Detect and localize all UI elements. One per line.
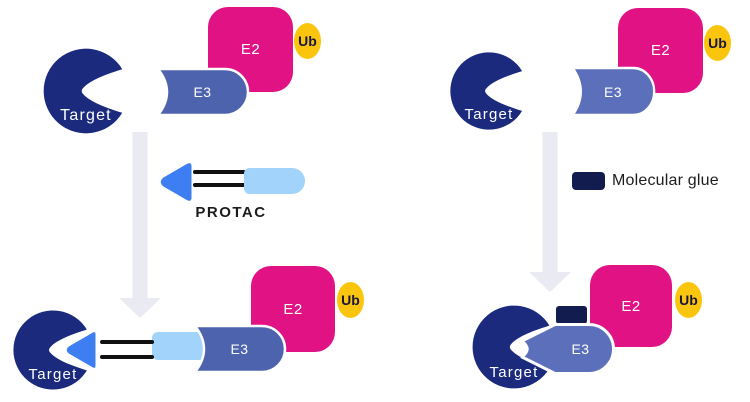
target-label: Target: [60, 107, 112, 124]
down-arrow-icon: [119, 132, 161, 318]
protac-linker-line-top: [193, 170, 246, 174]
down-arrow-icon: [529, 132, 571, 292]
e3-ligase: E3: [570, 66, 656, 117]
target-protein-shape: [450, 52, 523, 130]
e3-label: E3: [603, 83, 623, 100]
e3-label: E3: [571, 341, 590, 357]
protac-linker-line-bottom: [193, 183, 246, 187]
e3-ligase-shape: [156, 67, 250, 117]
ubiquitin: Ub: [704, 25, 731, 61]
target-label: Target: [28, 366, 78, 383]
protac-linker-line-bottom: [100, 355, 154, 359]
e3-ligase: E3: [192, 324, 287, 374]
e2-label: E2: [283, 300, 303, 318]
e2-label: E2: [650, 42, 671, 59]
ubiquitin-label: Ub: [708, 35, 727, 51]
target-protein-shape: [472, 305, 550, 389]
e2-label: E2: [621, 297, 641, 315]
target-protein: Target: [469, 302, 559, 392]
protac-warhead: [157, 161, 197, 203]
target-label: Target: [464, 106, 514, 123]
ubiquitin-label: Ub: [341, 292, 360, 308]
ubiquitin: Ub: [337, 282, 364, 318]
e3-ligase: E3: [155, 67, 250, 117]
e3-ligase-shape: [571, 66, 656, 117]
e3-label: E3: [193, 84, 212, 100]
protac-warhead: [62, 329, 102, 371]
target-protein: Target: [10, 307, 96, 393]
e2-label: E2: [240, 41, 261, 58]
ubiquitin: Ub: [294, 23, 321, 59]
molecular-glue-swatch: [572, 172, 605, 190]
ubiquitin-label: Ub: [298, 33, 317, 49]
target-protein: Target: [40, 45, 132, 137]
protac-ligand: [244, 168, 305, 194]
target-protein-shape: [13, 310, 87, 390]
protac-linker-line-top: [100, 340, 154, 344]
molecular-glue-label: Molecular glue: [612, 172, 719, 189]
ubiquitin-label: Ub: [679, 292, 698, 308]
target-protein-shape: [43, 48, 123, 134]
e3-label: E3: [230, 341, 249, 357]
e3-ligase-shape: [193, 324, 287, 374]
target-label: Target: [489, 364, 539, 381]
e3-ligase: E3: [515, 323, 628, 375]
e3-ligase-shape: [520, 323, 615, 375]
protac-label: PROTAC: [195, 204, 267, 221]
molecular-glue: [556, 306, 587, 324]
ubiquitin: Ub: [675, 282, 702, 318]
target-protein: Target: [447, 49, 531, 133]
